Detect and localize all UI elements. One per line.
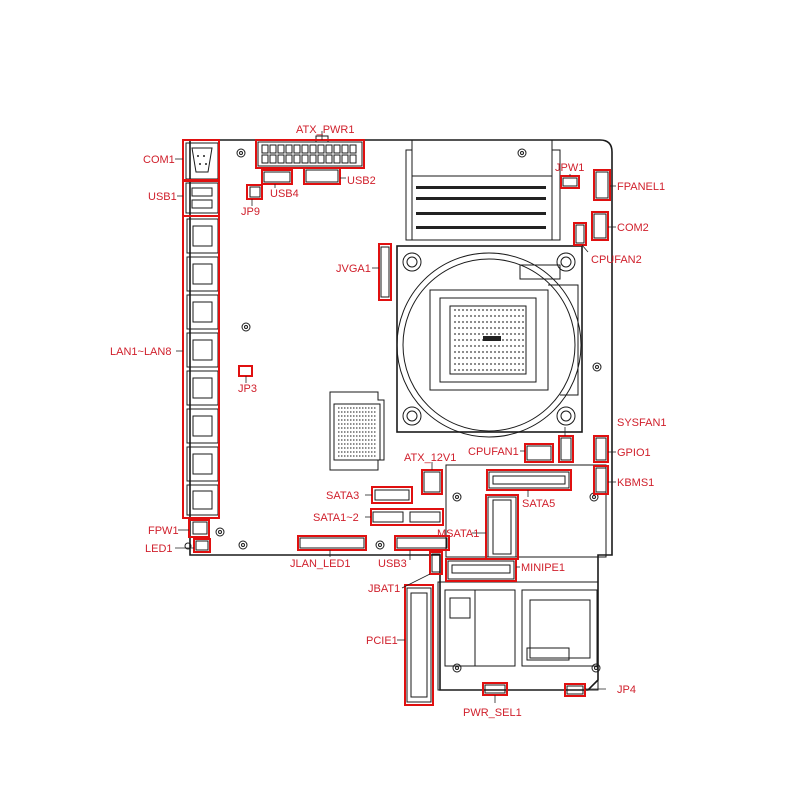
highlight-pcie1: [404, 584, 434, 706]
highlight-jp9: [246, 184, 263, 200]
label-jlan-led1: JLAN_LED1: [290, 558, 351, 570]
highlight-usb3: [394, 535, 450, 551]
label-led1: LED1: [145, 543, 173, 555]
label-atx-12v1: ATX_12V1: [404, 452, 456, 464]
label-minipe1: MINIPE1: [521, 562, 565, 574]
label-pcie1: PCIE1: [366, 635, 398, 647]
mounting-holes: [215, 148, 602, 673]
label-com1: COM1: [143, 154, 175, 166]
highlight-jp4: [564, 683, 586, 697]
storage-connectors: [299, 464, 607, 580]
right-headers: [380, 171, 609, 493]
label-jbat1: JBAT1: [368, 583, 400, 595]
highlight-gpio1: [593, 435, 609, 463]
label-sata12: SATA1~2: [313, 512, 359, 524]
atx-power-connector: [257, 135, 363, 167]
label-jp4: JP4: [617, 684, 636, 696]
label-atx-pwr1: ATX_PWR1: [296, 124, 354, 136]
chipset: [329, 391, 385, 471]
highlight-usb1: [182, 180, 220, 217]
highlight-jlan-led1: [297, 535, 367, 551]
highlight-sata12: [370, 508, 444, 526]
label-jpw1: JPW1: [555, 162, 584, 174]
label-kbms1: KBMS1: [617, 477, 654, 489]
component-labels: COM1 USB1 JP9 USB4 ATX_PWR1 USB2 JPW1 FP…: [110, 124, 667, 719]
highlight-jp3: [238, 365, 253, 377]
highlight-msata1: [485, 494, 519, 560]
label-jvga1: JVGA1: [336, 263, 371, 275]
highlight-cpufan2: [573, 222, 587, 246]
highlight-sysfan1: [558, 435, 574, 463]
card-area: [406, 587, 598, 703]
highlight-lan: [182, 215, 220, 519]
highlight-com1: [182, 139, 220, 181]
highlight-fpw1: [188, 519, 210, 538]
highlight-atx-pwr1: [255, 139, 365, 169]
highlight-usb4: [261, 169, 293, 185]
leader-lines: [175, 131, 616, 703]
label-fpanel1: FPANEL1: [617, 181, 665, 193]
highlight-com2: [591, 211, 609, 241]
label-usb2: USB2: [347, 175, 376, 187]
highlight-jbat1: [429, 551, 443, 575]
label-sata3: SATA3: [326, 490, 359, 502]
label-sysfan1: SYSFAN1: [617, 417, 667, 429]
label-usb1: USB1: [148, 191, 177, 203]
label-com2: COM2: [617, 222, 649, 234]
label-usb3: USB3: [378, 558, 407, 570]
highlight-minipe1: [445, 558, 517, 582]
expansion-module-outline: [437, 581, 599, 691]
cpu-socket: [396, 245, 583, 438]
highlight-usb2: [303, 167, 341, 185]
highlight-atx-12v1: [421, 469, 443, 495]
highlight-kbms1: [593, 465, 609, 495]
label-cpufan1: CPUFAN1: [468, 446, 519, 458]
label-jp3: JP3: [238, 383, 257, 395]
highlight-sata5: [486, 469, 572, 491]
label-jp9: JP9: [241, 206, 260, 218]
label-lan: LAN1~LAN8: [110, 346, 171, 358]
label-usb4: USB4: [270, 188, 299, 200]
highlight-jvga1: [378, 243, 392, 301]
usb-headers-top: [249, 169, 339, 198]
label-msata1: MSATA1: [437, 528, 479, 540]
highlight-cpufan1: [524, 443, 554, 463]
highlight-sata3: [371, 486, 413, 504]
highlight-led1: [193, 538, 211, 553]
label-fpw1: FPW1: [148, 525, 179, 537]
highlight-fpanel1: [593, 169, 611, 201]
label-sata5: SATA5: [522, 498, 555, 510]
label-pwr-sel1: PWR_SEL1: [463, 707, 522, 719]
label-cpufan2: CPUFAN2: [591, 254, 642, 266]
memory-slots: [405, 139, 561, 241]
label-gpio1: GPIO1: [617, 447, 651, 459]
